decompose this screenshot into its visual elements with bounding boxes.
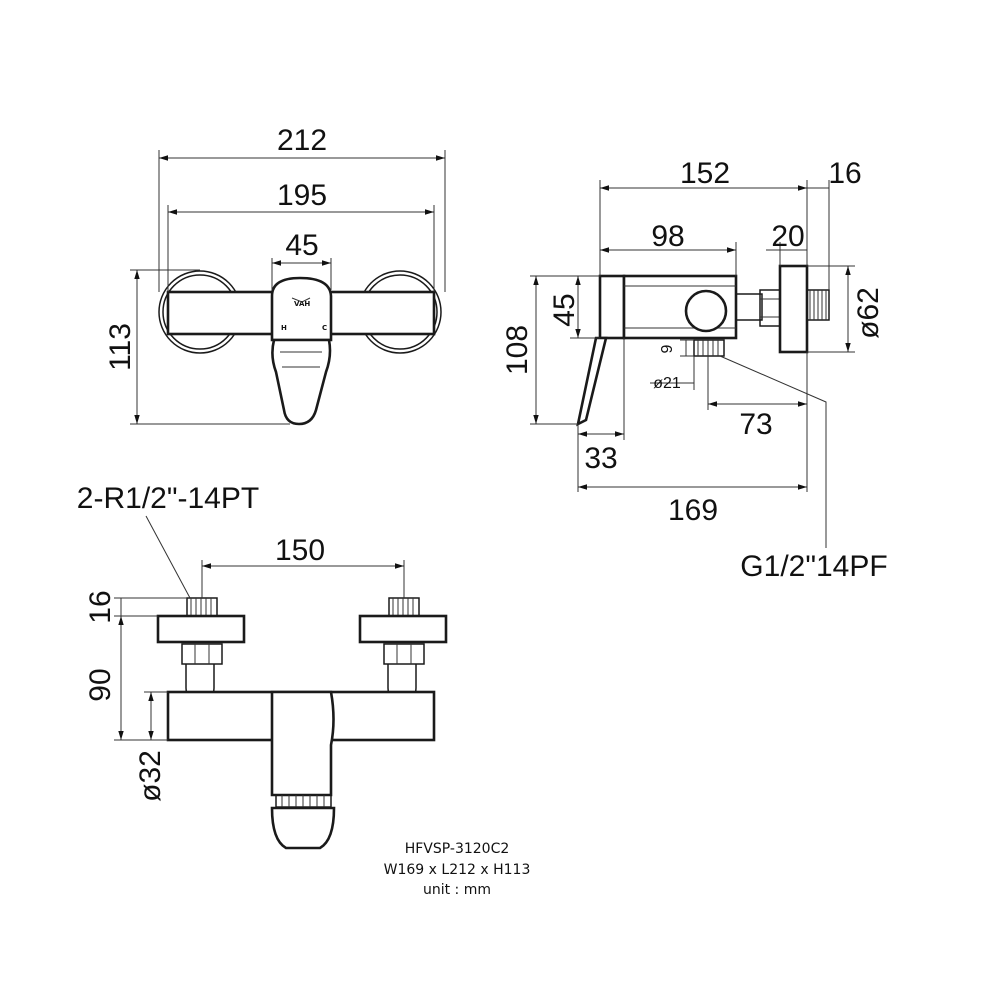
logo-mark-icon	[291, 297, 311, 303]
handle-head	[270, 276, 333, 342]
dim-inlet-spacing: 150	[275, 534, 325, 567]
right-nut	[383, 643, 425, 665]
dim-body-height: 45	[548, 293, 581, 326]
unit-note: unit : mm	[423, 882, 491, 898]
front-view: VAH H C 212 195 45 113	[104, 124, 446, 426]
dim-height: 113	[104, 323, 137, 371]
right-flange-plan	[358, 614, 448, 644]
dim-total-depth: 152	[680, 157, 730, 190]
side-inlet-pipe	[735, 293, 763, 321]
dim-handle-width: 45	[285, 229, 318, 262]
dim-outlet-dia: ø21	[653, 375, 681, 392]
dim-overall-width: 212	[277, 124, 327, 157]
handle-lever	[271, 338, 332, 426]
inlet-leader	[145, 515, 191, 599]
dim-lever-offset: 33	[584, 442, 617, 475]
dim-nut: 20	[771, 220, 804, 253]
dim-outlet-thread-len: 9	[659, 344, 676, 353]
diverter-knob	[684, 289, 728, 333]
product-info: HFVSP-3120C2 W169 x L212 x H113 unit : m…	[384, 841, 531, 898]
left-flange-plan	[156, 614, 246, 644]
hot-marker: H	[281, 324, 287, 332]
outlet-leader	[719, 355, 827, 548]
dim-body-depth: 98	[651, 220, 684, 253]
plan-view: 150 2-R1/2"-14PT 16 90 ø32	[77, 482, 448, 850]
side-lever	[576, 336, 608, 427]
dim-thread-len: 16	[84, 590, 117, 623]
side-flange	[778, 264, 809, 354]
inlet-thread-spec: 2-R1/2"-14PT	[77, 482, 259, 515]
model-number: HFVSP-3120C2	[405, 841, 510, 857]
side-view: 152 16 98 20 ø62 45 108 9	[501, 157, 888, 583]
side-nut	[759, 289, 781, 327]
plan-spout	[270, 806, 336, 850]
product-size: W169 x L212 x H113	[384, 862, 531, 878]
outlet-thread-spec: G1/2"14PF	[740, 550, 887, 583]
dim-flange-dia: ø62	[852, 287, 885, 339]
dim-thread: 16	[828, 157, 861, 190]
logo-text: VAH	[294, 300, 310, 308]
side-outlet	[693, 339, 725, 357]
dim-overall-depth: 169	[668, 494, 718, 527]
dim-eccentric-width: 195	[277, 179, 327, 212]
dim-outlet-offset: 73	[739, 408, 772, 441]
dim-projection: 90	[84, 668, 117, 701]
plan-center-housing	[270, 690, 335, 797]
dim-body-dia: ø32	[134, 750, 167, 802]
side-cap	[598, 274, 626, 340]
left-nut	[181, 643, 223, 665]
cold-marker: C	[322, 324, 327, 332]
dim-overall-height: 108	[501, 325, 534, 375]
